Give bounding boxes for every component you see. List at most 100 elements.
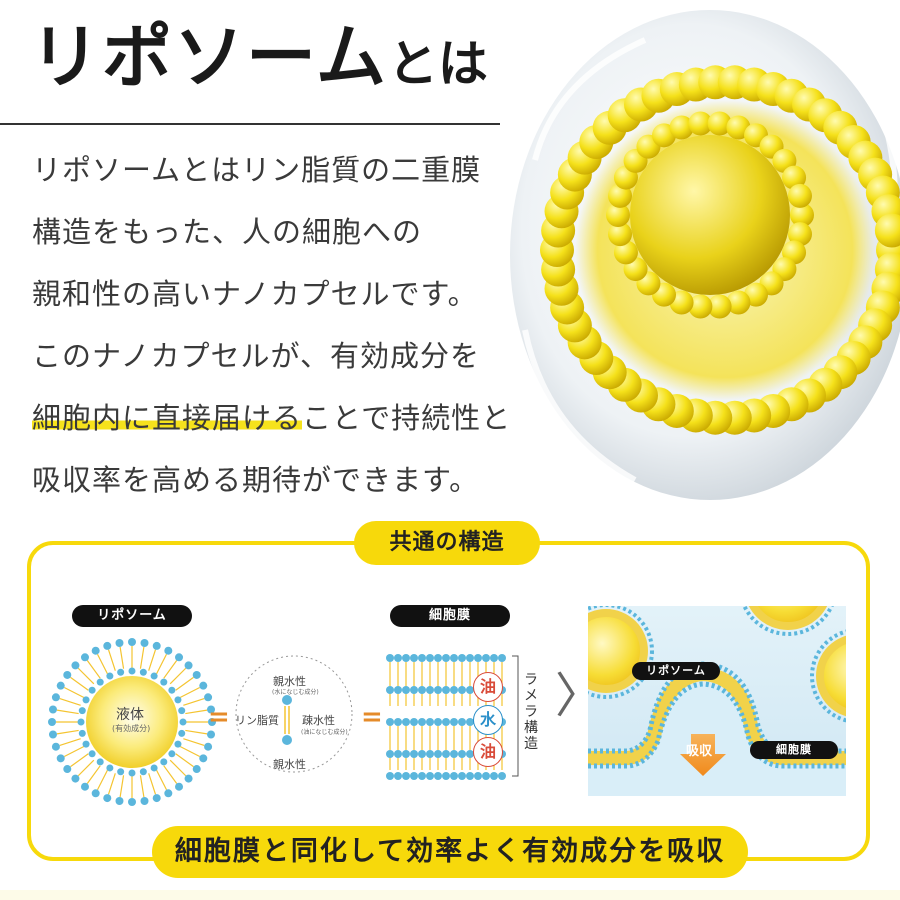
lamella-head xyxy=(474,772,482,780)
lamella-head xyxy=(450,750,458,758)
lipid-head-inner xyxy=(178,729,186,737)
lipid-head-outer xyxy=(204,693,213,702)
lamella-head xyxy=(442,750,450,758)
lipid-head-outer xyxy=(103,794,112,803)
lipid-head-inner xyxy=(179,718,187,726)
lamella-head xyxy=(450,686,458,694)
droplet-highlight xyxy=(522,27,898,483)
lamella-head xyxy=(426,686,434,694)
lipid-head-inner xyxy=(82,696,90,704)
lamella-head xyxy=(434,750,442,758)
lipid-tail xyxy=(163,660,178,679)
lipid-tail xyxy=(64,686,85,699)
lipid-tail xyxy=(163,765,178,784)
lipid-head-outer xyxy=(152,794,161,803)
lipid-head-outer xyxy=(199,681,208,690)
corner-liposome-r xyxy=(816,635,846,717)
oil-badge-2: 油 xyxy=(473,737,503,767)
lipid-head-outer xyxy=(51,742,60,751)
liposome-hero-image xyxy=(510,10,900,500)
lamella-head xyxy=(418,686,426,694)
absorb-arrow xyxy=(680,734,726,776)
inner-head-ball xyxy=(608,183,633,208)
lamella-head xyxy=(458,772,466,780)
lipid-head-outer xyxy=(175,782,184,791)
lipid-head-outer xyxy=(71,661,80,670)
lipid-head-outer xyxy=(51,693,60,702)
lipid-tail xyxy=(175,753,194,768)
lamella-head xyxy=(394,718,402,726)
summary-banner: 細胞膜と同化して効率よく有効成分を吸収 xyxy=(152,826,748,878)
lipid-head-outer xyxy=(80,653,89,662)
body-line-5-rest: ことで持続性と xyxy=(302,401,512,435)
lipid-head-outer xyxy=(56,754,65,763)
lipid-head-outer xyxy=(207,730,216,739)
lipid-head-inner xyxy=(117,668,125,676)
lipid-tail xyxy=(96,769,109,790)
lamella-head xyxy=(386,654,394,662)
lipid-head-outer xyxy=(184,774,193,783)
lipid-head-outer xyxy=(164,646,173,655)
lamella-head xyxy=(450,772,458,780)
lamella-head xyxy=(466,654,474,662)
lipid-tail xyxy=(183,738,205,747)
lamella-head xyxy=(498,654,506,662)
inner-head-ball xyxy=(726,290,751,315)
hydrophobic-note: (油になじむ成分) xyxy=(301,729,348,736)
lipid-head-outer xyxy=(71,774,80,783)
inner-head-ball xyxy=(790,203,814,227)
lipid-head-inner xyxy=(128,769,136,777)
lamella-head xyxy=(402,772,410,780)
lamella-head xyxy=(410,772,418,780)
hydrophilic-top-label: 親水性 xyxy=(273,675,306,688)
lamella-head xyxy=(418,718,426,726)
lipid-tail xyxy=(96,654,109,675)
liposome-inner-label: 液体 xyxy=(116,707,144,723)
lipid-head-outer xyxy=(91,789,100,798)
lipid-head-inner xyxy=(128,667,136,675)
lamella-head xyxy=(410,718,418,726)
lamella-head xyxy=(498,772,506,780)
lipid-tail xyxy=(59,738,81,747)
inner-head-ball xyxy=(606,203,630,227)
lipid-head-inner xyxy=(78,729,86,737)
lipid-head-outer xyxy=(115,797,124,806)
lamella-head xyxy=(442,654,450,662)
lamella-head xyxy=(394,686,402,694)
lipid-head-outer xyxy=(207,705,216,714)
lamella-head xyxy=(426,750,434,758)
lipid-tail xyxy=(155,654,168,675)
lipid-head-outer xyxy=(63,670,72,679)
lipid-head-outer xyxy=(48,718,56,726)
corner-liposome-tl xyxy=(588,609,648,693)
lamella-head xyxy=(386,772,394,780)
lipid-head-outer xyxy=(175,653,184,662)
lamella-head xyxy=(442,686,450,694)
equals-sign-2: = xyxy=(361,702,383,732)
title-sub: とは xyxy=(387,34,488,93)
inner-head-ball xyxy=(669,115,694,140)
lipid-tail xyxy=(148,649,157,671)
head-top xyxy=(282,695,292,705)
lipid-tail xyxy=(179,745,200,758)
lamella-head xyxy=(458,654,466,662)
lamella-head xyxy=(450,718,458,726)
lamella-head xyxy=(386,686,394,694)
lipid-head-inner xyxy=(160,678,168,686)
inner-head-ball xyxy=(707,111,732,136)
outer-head-ring xyxy=(540,65,900,435)
corner-liposome-r-heads xyxy=(810,629,846,723)
lipid-head-outer xyxy=(128,638,136,646)
lipid-tail xyxy=(77,759,95,777)
lipid-head-inner xyxy=(78,707,86,715)
lamella-head xyxy=(394,654,402,662)
lamella-head xyxy=(442,718,450,726)
corner-liposome-tr xyxy=(748,606,828,630)
liposome-core xyxy=(630,135,790,295)
lipid-head-inner xyxy=(168,686,176,694)
inner-head-ring xyxy=(606,111,814,319)
equals-sign-1: = xyxy=(208,702,230,732)
title-underline xyxy=(0,123,500,125)
lamella-head xyxy=(490,772,498,780)
lipid-head-outer xyxy=(204,742,213,751)
